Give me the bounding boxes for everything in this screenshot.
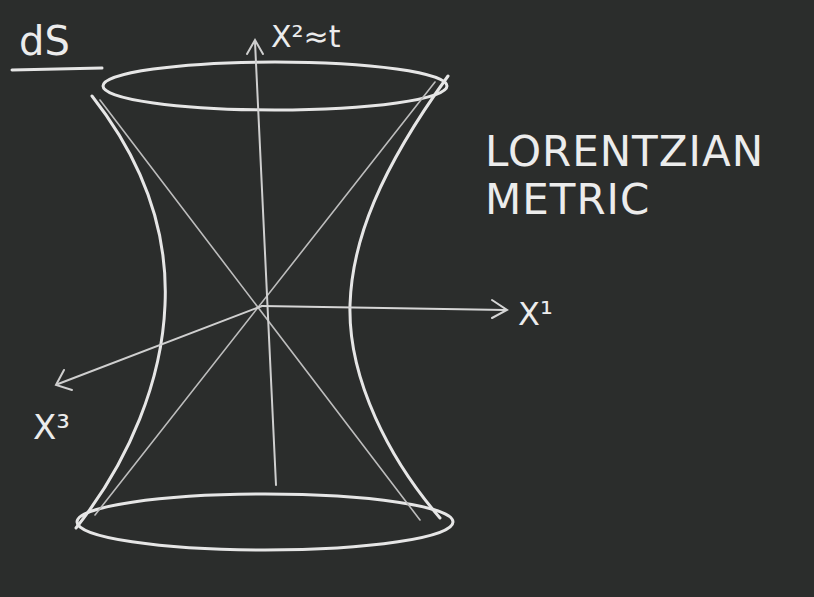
hyperbola-right xyxy=(350,76,448,518)
axis-label: X³ xyxy=(30,408,73,447)
hyperbola-left xyxy=(76,96,165,528)
arrowhead xyxy=(247,40,263,54)
bottom-ellipse xyxy=(77,494,453,550)
axis-x2 xyxy=(255,42,276,485)
axis-label: X²≈t xyxy=(268,20,343,55)
axis-label: X¹ xyxy=(515,296,556,333)
axis-x1 xyxy=(262,306,505,310)
underline xyxy=(12,68,102,70)
arrowhead xyxy=(492,300,507,318)
note-text: LORENTZIAN METRIC xyxy=(482,128,808,225)
light-cone xyxy=(95,82,435,515)
axis-x3 xyxy=(58,306,262,384)
arrowhead xyxy=(56,370,72,390)
top-ellipse xyxy=(103,62,447,110)
space-label: dS xyxy=(16,18,73,64)
